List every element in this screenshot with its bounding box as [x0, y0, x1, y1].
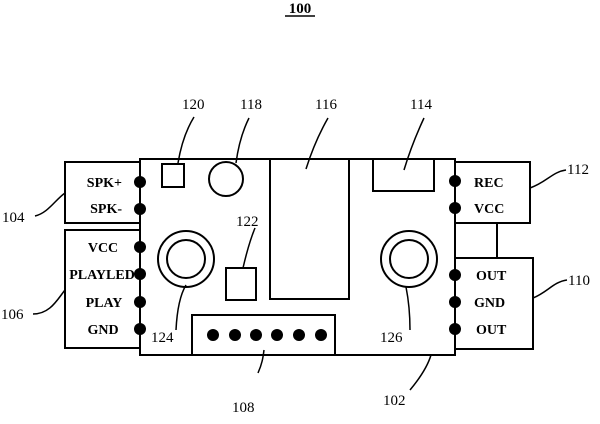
component-122-square [225, 267, 257, 301]
leader-124 [175, 284, 187, 331]
pin-dot-out-1 [449, 269, 461, 281]
header-pin-4 [271, 329, 283, 341]
pin-label-play: PLAY [86, 296, 123, 311]
component-116-module [269, 158, 350, 300]
figure-number: 100 [289, 1, 312, 17]
header-pin-1 [207, 329, 219, 341]
leader-110 [532, 279, 568, 299]
header-pin-6 [315, 329, 327, 341]
leader-114 [403, 117, 425, 171]
ref-122: 122 [236, 214, 259, 230]
output-connector [454, 257, 534, 350]
ref-106: 106 [1, 307, 24, 323]
pin-dot-out-gnd [449, 296, 461, 308]
pin-dot-play [134, 296, 146, 308]
ref-104: 104 [2, 210, 25, 226]
component-118-circle [208, 161, 244, 197]
pin-label-gnd: GND [87, 323, 118, 338]
pin-label-vcc: VCC [88, 241, 118, 256]
component-114-block [372, 158, 435, 192]
leader-102 [409, 354, 432, 391]
leader-106 [32, 289, 66, 315]
ref-108: 108 [232, 400, 255, 416]
ref-102: 102 [383, 393, 406, 409]
ref-114: 114 [410, 97, 432, 113]
ref-116: 116 [315, 97, 337, 113]
leader-108 [257, 349, 265, 374]
pin-label-out-1: OUT [476, 269, 507, 284]
pin-dot-spk-minus [134, 203, 146, 215]
pin-label-rec: REC [474, 176, 504, 191]
ref-112: 112 [567, 162, 589, 178]
leader-104 [34, 192, 66, 217]
speaker-connector [64, 161, 141, 224]
ref-126: 126 [380, 330, 403, 346]
pin-dot-gnd [134, 323, 146, 335]
pin-dot-vcc [134, 241, 146, 253]
component-124-inner-ring [166, 239, 206, 279]
component-120-square [161, 163, 185, 188]
pin-dot-out-2 [449, 323, 461, 335]
ref-118: 118 [240, 97, 262, 113]
pin-label-playled: PLAYLED [69, 268, 135, 283]
record-connector [454, 161, 531, 224]
ref-120: 120 [182, 97, 205, 113]
component-126-inner-ring [389, 239, 429, 279]
pin-label-out-gnd: GND [474, 296, 505, 311]
leader-126 [405, 286, 411, 331]
pin-label-spk-minus: SPK- [90, 202, 122, 217]
ref-124: 124 [151, 330, 174, 346]
header-pin-5 [293, 329, 305, 341]
leader-116 [305, 117, 329, 170]
control-connector [64, 229, 141, 349]
leader-118 [235, 117, 250, 164]
ref-110: 110 [568, 273, 590, 289]
pin-dot-rec-vcc [449, 202, 461, 214]
pin-label-out-2: OUT [476, 323, 507, 338]
pin-dot-rec [449, 175, 461, 187]
header-pin-2 [229, 329, 241, 341]
leader-112 [529, 169, 567, 189]
pin-dot-spk-plus [134, 176, 146, 188]
pin-label-rec-vcc: VCC [474, 202, 504, 217]
pin-dot-playled [134, 268, 146, 280]
header-pin-3 [250, 329, 262, 341]
leader-122 [242, 227, 256, 269]
pin-label-spk-plus: SPK+ [87, 176, 122, 191]
leader-120 [177, 116, 195, 164]
